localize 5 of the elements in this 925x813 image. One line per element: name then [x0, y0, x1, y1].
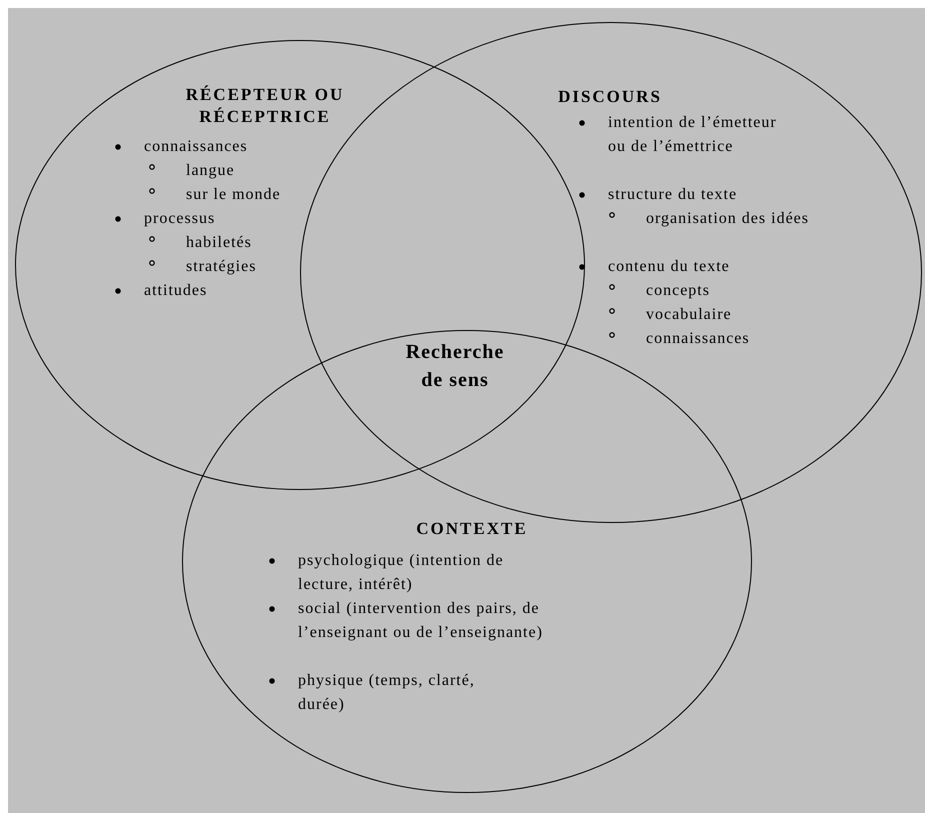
circle-heading: CONTEXTE	[415, 518, 529, 540]
venn-ellipse	[182, 330, 752, 793]
center-label: Recherche de sens	[406, 340, 504, 393]
circle-heading: DISCOURS	[557, 86, 663, 108]
circle-heading: RÉCEPTEUR OU RÉCEPTRICE	[184, 84, 346, 128]
